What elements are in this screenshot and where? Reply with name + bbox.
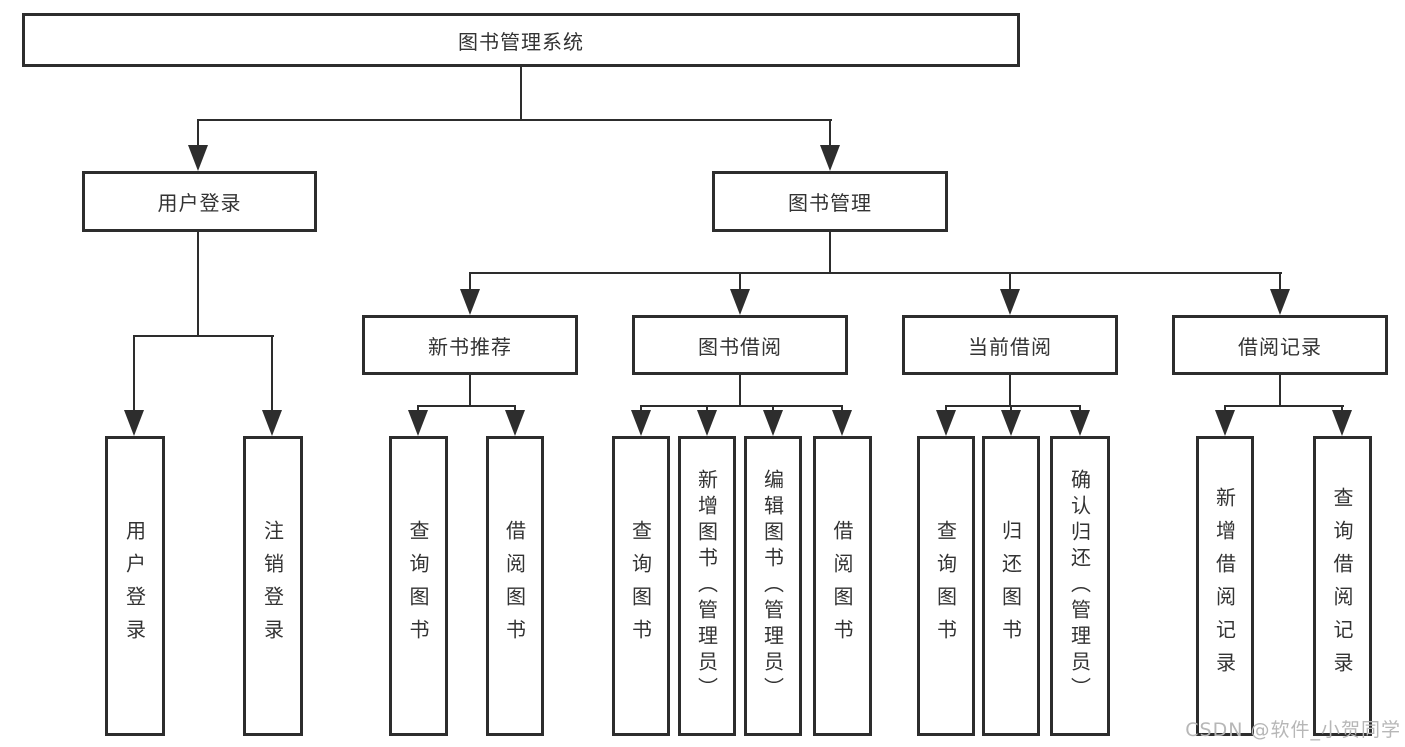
arrow-down-icon (820, 145, 840, 171)
arrow-down-icon (1001, 410, 1021, 436)
arrow-down-icon (1000, 289, 1020, 315)
node-label: 编辑图书（管理员） (760, 469, 785, 703)
leaf-logout: 注销登录 (243, 436, 303, 736)
leaf-current-confirm-return-admin: 确认归还（管理员） (1050, 436, 1110, 736)
leaf-user-login: 用户登录 (105, 436, 165, 736)
node-label: 图书借阅 (698, 334, 782, 359)
connector-line (469, 272, 1282, 274)
connector-line (1009, 272, 1011, 291)
connector-line (1009, 375, 1011, 406)
connector-line (1279, 272, 1281, 291)
arrow-down-icon (730, 289, 750, 315)
arrow-down-icon (408, 410, 428, 436)
arrow-down-icon (505, 410, 525, 436)
node-label: 用户登录 (157, 191, 242, 215)
connector-line (469, 375, 471, 406)
leaf-record-add-borrow-record: 新增借阅记录 (1196, 436, 1254, 736)
connector-line (1341, 405, 1343, 413)
connector-line (945, 405, 1081, 407)
csdn-watermark: CSDN @软件_小贺同学 (1185, 719, 1401, 741)
connector-line (520, 67, 522, 120)
connector-line (1010, 405, 1012, 413)
connector-line (640, 405, 642, 413)
connector-line (197, 232, 199, 336)
arrow-down-icon (763, 410, 783, 436)
leaf-current-query-books: 查询图书 (917, 436, 975, 736)
connector-line (197, 119, 832, 121)
node-new-book-recommend: 新书推荐 (362, 315, 578, 375)
leaf-borrow-query-books: 查询图书 (612, 436, 670, 736)
node-label: 归还图书 (998, 520, 1023, 652)
connector-line (841, 405, 843, 413)
connector-line (417, 405, 516, 407)
arrow-down-icon (832, 410, 852, 436)
connector-line (739, 375, 741, 406)
connector-line (1079, 405, 1081, 413)
node-label: 借阅图书 (830, 520, 854, 652)
connector-line (1224, 405, 1226, 413)
arrow-down-icon (188, 145, 208, 171)
node-label: 查询图书 (933, 520, 958, 652)
node-borrow-record: 借阅记录 (1172, 315, 1388, 375)
arrow-down-icon (1332, 410, 1352, 436)
connector-line (469, 272, 471, 291)
node-label: 确认归还（管理员） (1067, 469, 1092, 703)
connector-line (640, 405, 843, 407)
node-label: 当前借阅 (968, 334, 1052, 359)
connector-line (829, 119, 831, 147)
node-label: 注销登录 (260, 520, 285, 652)
connector-line (945, 405, 947, 413)
connector-line (514, 405, 516, 413)
connector-line (1224, 405, 1344, 407)
arrow-down-icon (262, 410, 282, 436)
leaf-current-return-books: 归还图书 (982, 436, 1040, 736)
connector-line (417, 405, 419, 413)
node-book-borrow: 图书借阅 (632, 315, 848, 375)
arrow-down-icon (1070, 410, 1090, 436)
node-label: 图书管理 (788, 191, 872, 215)
connector-line (772, 405, 774, 413)
connector-line (271, 335, 273, 412)
connector-line (133, 335, 135, 412)
node-label: 新增图书（管理员） (694, 469, 719, 703)
arrow-down-icon (460, 289, 480, 315)
arrow-down-icon (1215, 410, 1235, 436)
arrow-down-icon (936, 410, 956, 436)
leaf-recommend-query-books: 查询图书 (389, 436, 448, 736)
connector-line (1279, 375, 1281, 406)
leaf-borrow-edit-books-admin: 编辑图书（管理员） (744, 436, 802, 736)
node-root-library-management-system: 图书管理系统 (22, 13, 1020, 67)
connector-line (197, 119, 199, 147)
arrow-down-icon (697, 410, 717, 436)
node-label: 查询图书 (628, 520, 653, 652)
node-label: 借阅图书 (502, 520, 527, 652)
leaf-borrow-borrow-books: 借阅图书 (813, 436, 872, 736)
node-user-login: 用户登录 (82, 171, 317, 232)
connector-line (829, 232, 831, 273)
connector-line (739, 272, 741, 291)
connector-line (706, 405, 708, 413)
node-book-management: 图书管理 (712, 171, 948, 232)
leaf-recommend-borrow-books: 借阅图书 (486, 436, 544, 736)
node-label: 图书管理系统 (458, 29, 584, 54)
arrow-down-icon (124, 410, 144, 436)
leaf-record-query-borrow-record: 查询借阅记录 (1313, 436, 1372, 736)
arrow-down-icon (1270, 289, 1290, 315)
node-label: 新书推荐 (428, 334, 512, 359)
leaf-borrow-add-books-admin: 新增图书（管理员） (678, 436, 736, 736)
node-label: 用户登录 (122, 520, 147, 652)
node-label: 借阅记录 (1238, 334, 1322, 359)
node-label: 查询图书 (406, 520, 430, 652)
connector-line (133, 335, 274, 337)
arrow-down-icon (631, 410, 651, 436)
node-label: 查询借阅记录 (1330, 487, 1354, 685)
node-current-borrow: 当前借阅 (902, 315, 1118, 375)
node-label: 新增借阅记录 (1212, 487, 1237, 685)
